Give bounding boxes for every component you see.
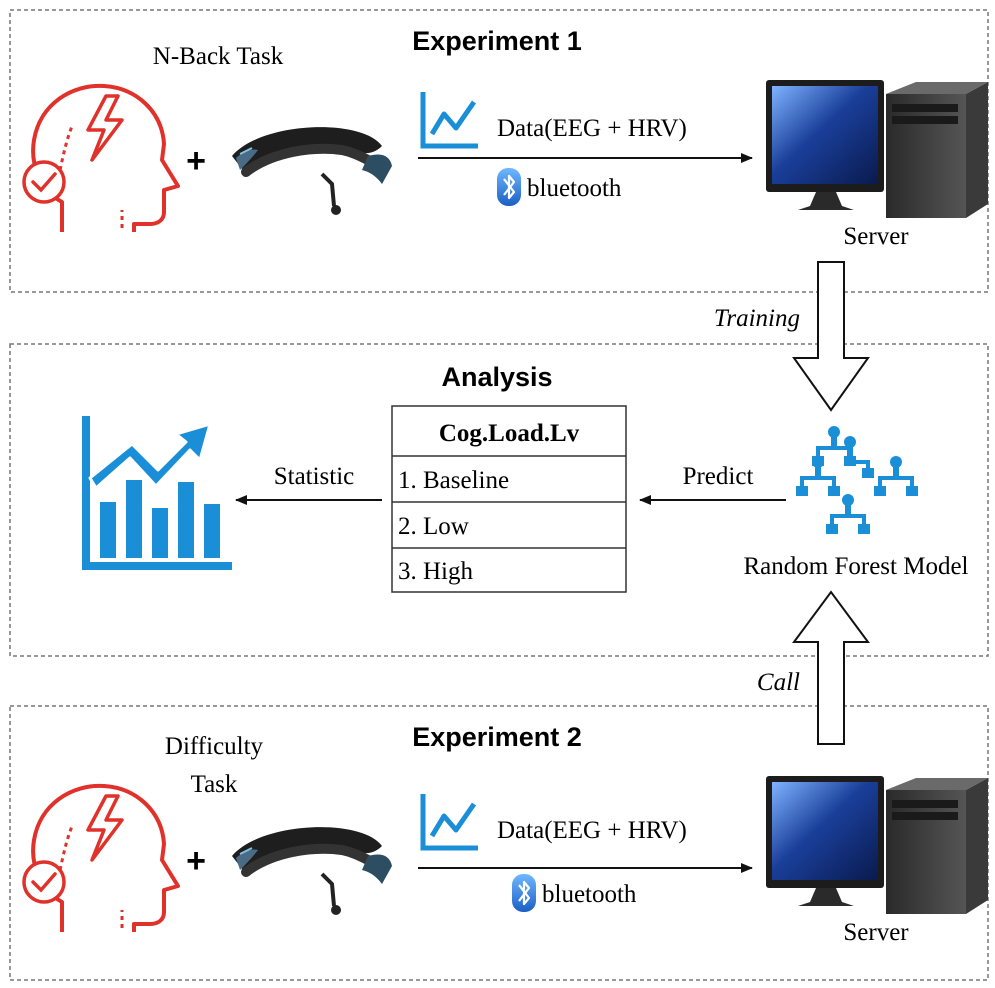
experiment1-task-label: N-Back Task [153,43,284,70]
experiment2-bluetooth-label: bluetooth [542,881,637,908]
table-row-baseline: 1. Baseline [398,467,509,494]
model-label: Random Forest Model [744,553,969,580]
line-chart-icon [423,794,478,848]
head-stress-check-icon [22,783,180,934]
experiment1-title: Experiment 1 [412,26,582,56]
experiment1-bluetooth-label: bluetooth [527,175,622,202]
table-header: Cog.Load.Lv [439,420,580,447]
call-label: Call [757,669,800,696]
desktop-computer-icon [766,776,988,914]
head-stress-check-icon [22,83,180,234]
bar-chart-trend-icon [86,416,232,566]
eeg-headset-icon [232,827,392,915]
desktop-computer-icon [766,80,988,218]
cog-load-table: Cog.Load.Lv 1. Baseline 2. Low 3. High [391,405,627,593]
experiment2-task-label-line2: Task [191,771,238,798]
analysis-title: Analysis [441,362,552,392]
training-label: Training [714,305,800,332]
bluetooth-icon [495,166,523,208]
experiment2-data-label: Data(EEG + HRV) [497,817,687,844]
training-arrow [792,261,870,412]
statistic-label: Statistic [274,463,355,490]
experiment2-server-label: Server [843,919,909,946]
eeg-headset-icon [232,127,392,215]
analysis-section [9,343,989,657]
bluetooth-icon [510,872,538,914]
experiment2-task-label-line1: Difficulty [165,733,264,760]
table-row-low: 2. Low [398,513,469,540]
call-arrow [792,590,870,745]
experiment1-server-label: Server [843,223,909,250]
table-row-high: 3. High [398,558,474,585]
predict-label: Predict [683,463,754,490]
experiment2-section [9,705,989,981]
plus-sign: + [186,142,206,180]
line-chart-icon [423,92,478,146]
plus-sign: + [186,842,206,880]
hierarchy-tree-icon [796,426,918,534]
experiment2-title: Experiment 2 [412,722,582,752]
experiment1-data-label: Data(EEG + HRV) [497,115,687,142]
